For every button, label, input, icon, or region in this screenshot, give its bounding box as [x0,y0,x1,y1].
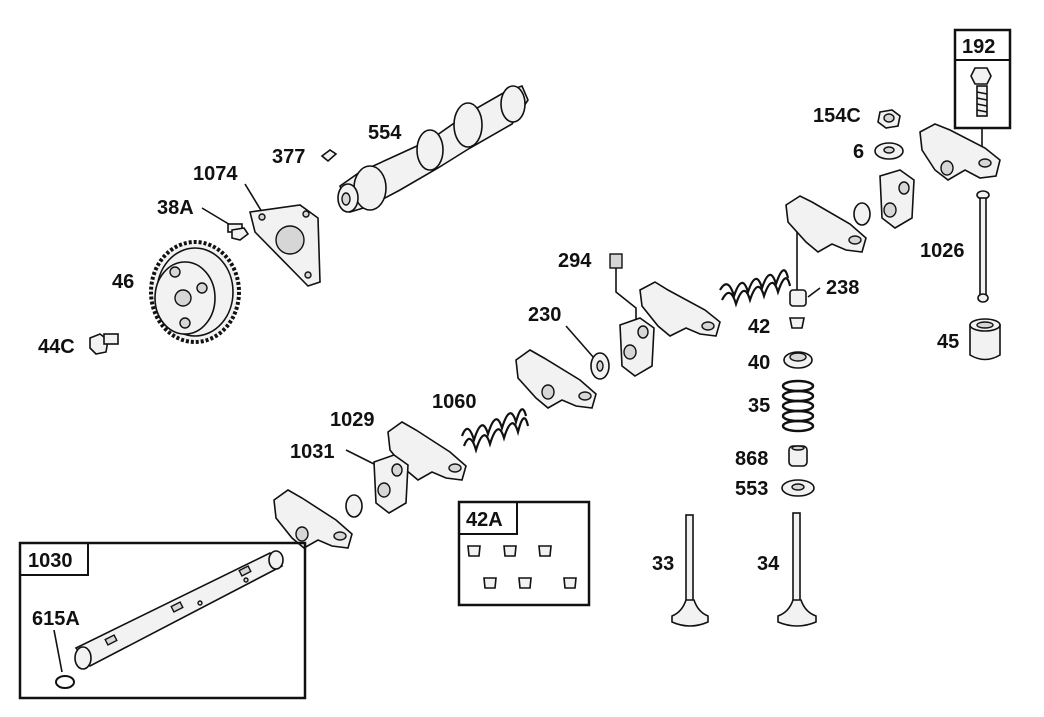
part-washer-553: 553 [735,478,815,500]
part-retainer-40: 40 [748,351,813,374]
kit-box-192: 192 [953,28,1012,160]
part-spring-upper [719,269,792,308]
part-rocker-arm-mid-right [785,195,867,253]
label-154c: 154C [813,105,861,127]
part-valve-34: 34 [757,512,817,627]
part-screw-294: 294 [558,250,637,330]
part-pivot-block-center [619,317,655,377]
part-washer-230: 230 [528,304,610,380]
part-washer-lower [345,494,363,518]
label-377: 377 [272,146,305,168]
label-6: 6 [853,141,864,163]
part-valve-spring-35: 35 [748,379,815,433]
part-seal-868: 868 [735,445,808,470]
label-38a: 38A [157,197,194,219]
part-tappet-45: 45 [937,318,1001,361]
label-45: 45 [937,331,959,353]
label-35: 35 [748,395,770,417]
label-44c: 44C [38,336,75,358]
part-bolt-44c: 44C [38,333,119,358]
part-gear-46: 46 [112,240,241,344]
part-plate-1074: 1074 [193,163,321,287]
label-615a: 615A [32,608,80,630]
part-bolt-38a: 38A [157,197,250,241]
kit-box-1030: 1030 615A [18,541,307,700]
part-rocker-arm-lower-center [515,349,597,409]
label-192: 192 [962,36,995,58]
label-1060: 1060 [432,391,477,413]
label-1031: 1031 [290,441,335,463]
part-pivot-block-1031: 1031 [290,441,409,514]
part-washer-6: 6 [853,141,904,163]
label-34: 34 [757,553,780,575]
part-push-rod-1026: 1026 [920,190,990,303]
label-1026: 1026 [920,240,965,262]
label-46: 46 [112,271,134,293]
label-554: 554 [368,122,402,144]
label-868: 868 [735,448,768,470]
part-rocker-arm-center [639,281,721,337]
part-238: 238 [789,205,859,307]
label-1030: 1030 [28,550,73,572]
part-pivot-block-right [879,169,915,229]
label-1029: 1029 [330,409,375,431]
label-42: 42 [748,316,770,338]
kit-box-42a: 42A [457,500,591,607]
part-rocker-arm-lower-left [273,489,353,549]
part-valve-33: 33 [652,514,709,627]
part-retainer-42: 42 [748,316,805,338]
label-553: 553 [735,478,768,500]
part-rocker-arm-top [919,123,1001,181]
part-spring-1060: 1060 [432,391,530,454]
label-42a: 42A [466,509,503,531]
part-camshaft-554: 554 [337,84,529,213]
part-nut-154c: 154C [813,105,901,129]
label-230: 230 [528,304,561,326]
label-294: 294 [558,250,592,272]
part-washer-right [853,202,871,226]
label-238: 238 [826,277,859,299]
part-pin-377: 377 [272,146,338,168]
label-33: 33 [652,553,674,575]
label-40: 40 [748,352,770,374]
label-1074: 1074 [193,163,238,185]
